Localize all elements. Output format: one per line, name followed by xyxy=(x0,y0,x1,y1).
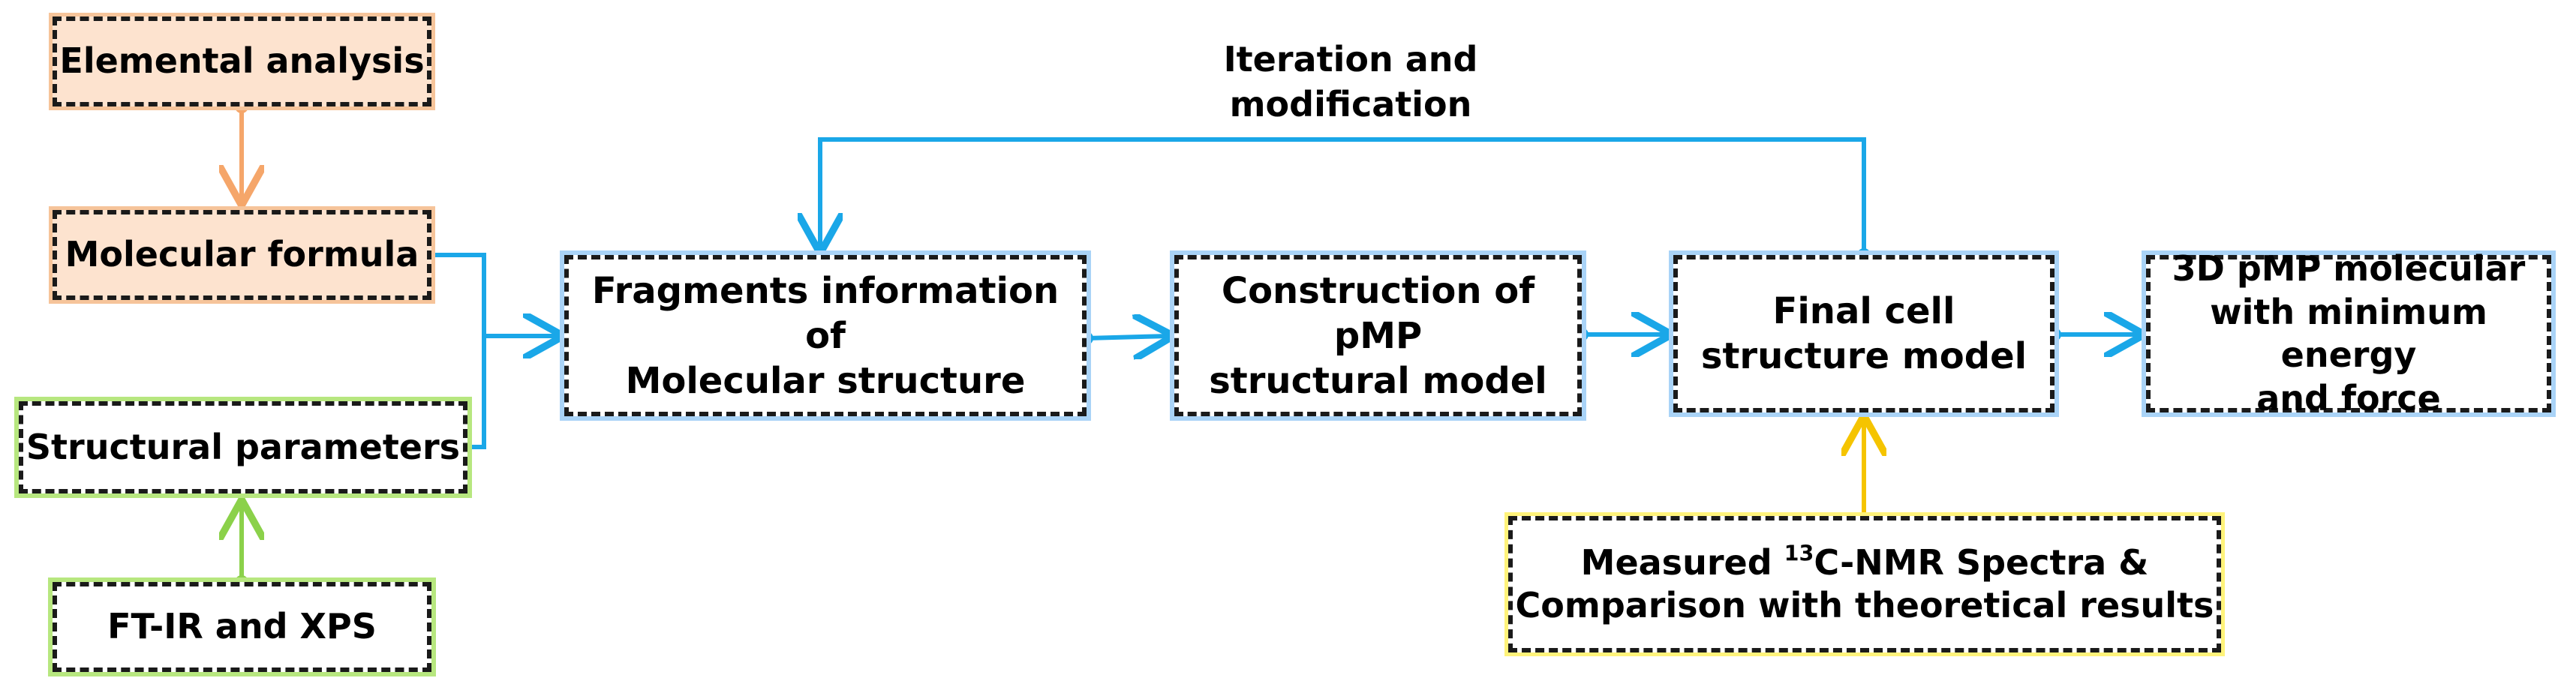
node-final-cell: Final cell structure model xyxy=(1673,255,2054,412)
arrow-ftir-to-parameters xyxy=(235,504,248,589)
node-molecular-formula-label: Molecular formula xyxy=(65,234,419,275)
node-final-line1: Final cell xyxy=(1772,290,1955,332)
node-fragments: Fragments information of Molecular struc… xyxy=(564,255,1087,416)
node-elemental-analysis-label: Elemental analysis xyxy=(59,40,425,82)
arrow-final-to-result xyxy=(2048,328,2140,341)
node-nmr-comparison: Measured 13C-NMR Spectra & Comparison wi… xyxy=(1508,516,2221,652)
node-structural-parameters: Structural parameters xyxy=(19,401,467,494)
node-construction: Construction of pMP structural model xyxy=(1174,255,1582,416)
node-nmr-line1: Measured 13C-NMR Spectra & xyxy=(1580,540,2149,583)
arrow-iteration-loop xyxy=(820,137,1871,262)
arrow-elemental-to-formula xyxy=(235,100,248,201)
iteration-label-line2: modification xyxy=(1229,83,1472,124)
node-construction-line2: structural model xyxy=(1209,359,1547,402)
iteration-label: Iteration and modification xyxy=(1171,38,1531,128)
node-ftir-xps: FT-IR and XPS xyxy=(53,582,431,672)
node-fragments-line1: Fragments information of xyxy=(591,269,1060,357)
node-molecular-formula: Molecular formula xyxy=(53,210,431,300)
arrow-construction-to-final xyxy=(1575,328,1667,341)
node-result-line3: and force xyxy=(2256,377,2441,418)
arrow-fragments-to-construction xyxy=(1080,332,1169,345)
node-result-line1: 3D pMP molecular xyxy=(2172,248,2526,289)
node-structural-parameters-label: Structural parameters xyxy=(26,426,461,467)
node-final-line2: structure model xyxy=(1700,335,2027,377)
node-elemental-analysis: Elemental analysis xyxy=(53,16,431,106)
node-result-line2: with minimum energy xyxy=(2210,291,2487,376)
iteration-label-line1: Iteration and xyxy=(1223,39,1478,80)
node-construction-line1: Construction of pMP xyxy=(1221,269,1535,357)
node-ftir-xps-label: FT-IR and XPS xyxy=(107,606,377,647)
node-nmr-line2: Comparison with theoretical results xyxy=(1515,585,2214,626)
node-fragments-line2: Molecular structure xyxy=(625,359,1026,402)
node-3d-result: 3D pMP molecular with minimum energy and… xyxy=(2146,248,2551,418)
